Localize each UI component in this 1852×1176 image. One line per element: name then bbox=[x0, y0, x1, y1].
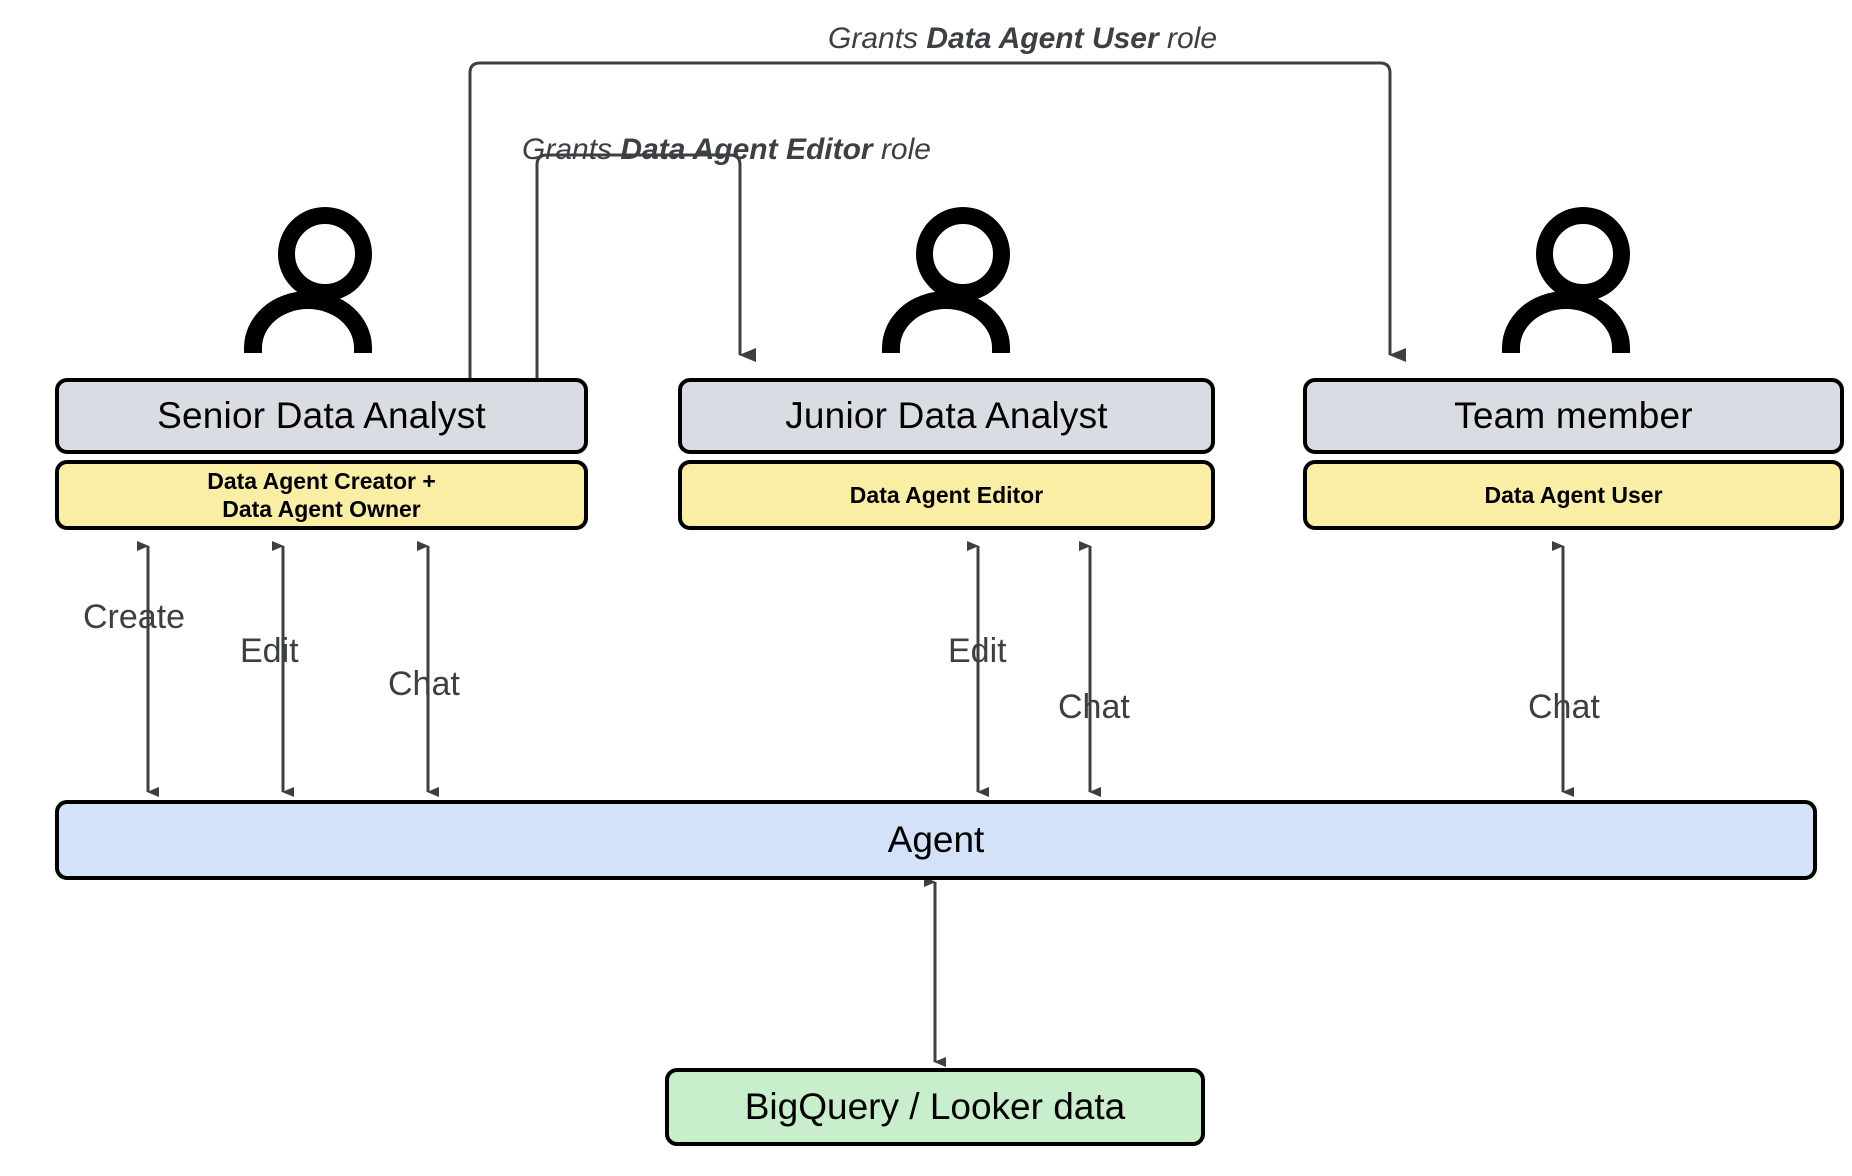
person-icon-junior-data-analyst bbox=[878, 203, 1038, 363]
flow-label-senior-chat: Chat bbox=[388, 665, 460, 703]
senior-data-analyst-label: Senior Data Analyst bbox=[157, 395, 486, 436]
grant-label-data-agent-editor: Grants Data Agent Editor role bbox=[522, 133, 931, 167]
grant-role-name: Data Agent Editor bbox=[620, 133, 873, 166]
node-senior-data-analyst-title[interactable]: Senior Data Analyst bbox=[55, 378, 588, 454]
flow-label-junior-edit: Edit bbox=[948, 632, 1007, 670]
node-team-member-permission[interactable]: Data Agent User bbox=[1303, 460, 1844, 530]
junior-data-analyst-label: Junior Data Analyst bbox=[785, 395, 1108, 436]
permission-line-1: Data Agent Creator + bbox=[207, 467, 436, 494]
person-icon-team-member bbox=[1498, 203, 1658, 363]
grant-prefix: Grants bbox=[828, 22, 927, 55]
person-head-icon bbox=[1536, 207, 1630, 301]
person-head-icon bbox=[278, 207, 372, 301]
agent-label: Agent bbox=[887, 819, 985, 860]
node-agent[interactable]: Agent bbox=[55, 800, 1817, 880]
flow-label-senior-edit: Edit bbox=[240, 632, 299, 670]
grant-prefix: Grants bbox=[522, 133, 621, 166]
person-shoulders-icon bbox=[882, 291, 1010, 353]
permission-line-2: Data Agent Owner bbox=[222, 496, 421, 522]
edge-grant-data-agent-editor bbox=[535, 153, 756, 378]
permission-line-1: Data Agent Editor bbox=[849, 481, 1044, 508]
flow-label-senior-create: Create bbox=[83, 598, 186, 636]
team-member-label: Team member bbox=[1454, 395, 1693, 436]
node-junior-data-analyst-permission[interactable]: Data Agent Editor bbox=[678, 460, 1215, 530]
person-shoulders-icon bbox=[1502, 291, 1630, 353]
data-source-label: BigQuery / Looker data bbox=[744, 1086, 1126, 1127]
node-junior-data-analyst-title[interactable]: Junior Data Analyst bbox=[678, 378, 1215, 454]
grant-suffix: role bbox=[1158, 22, 1218, 55]
node-team-member-title[interactable]: Team member bbox=[1303, 378, 1844, 454]
flow-label-junior-chat: Chat bbox=[1058, 688, 1130, 726]
person-head-icon bbox=[916, 207, 1010, 301]
permission-line-1: Data Agent User bbox=[1484, 481, 1663, 508]
person-icon-senior-data-analyst bbox=[240, 203, 400, 363]
grant-role-name: Data Agent User bbox=[926, 22, 1159, 55]
person-shoulders-icon bbox=[244, 291, 372, 353]
flow-label-team-chat: Chat bbox=[1528, 688, 1600, 726]
node-senior-data-analyst-permission[interactable]: Data Agent Creator + Data Agent Owner bbox=[55, 460, 588, 530]
grant-label-data-agent-user: Grants Data Agent User role bbox=[828, 22, 1217, 56]
node-bigquery-looker-data[interactable]: BigQuery / Looker data bbox=[665, 1068, 1205, 1146]
grant-suffix: role bbox=[872, 133, 931, 166]
